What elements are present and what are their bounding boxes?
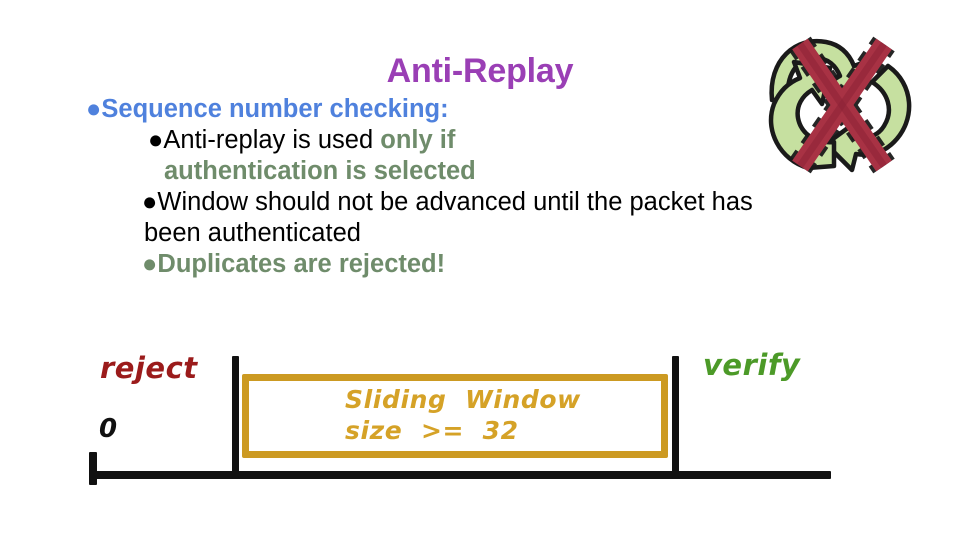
sliding-window-box	[242, 374, 668, 458]
bullet-marker-icon: ●	[148, 126, 164, 154]
window-left-boundary-tick	[232, 356, 239, 478]
bullet-level3-label: Window should not be advanced until the …	[157, 188, 753, 216]
diagram-verify-label: verify	[703, 348, 801, 382]
bullet-level3-continuation: been authenticated	[86, 218, 896, 249]
bullet-level2: ●Anti-replay is used only if	[86, 125, 896, 156]
window-right-boundary-tick	[672, 356, 679, 478]
page-title: Anti-Replay	[386, 52, 574, 90]
diagram-zero-label: 0	[99, 414, 118, 444]
bullet-level2-continuation-label: authentication is selected	[164, 157, 476, 185]
bullet-marker-icon: ●	[142, 188, 158, 216]
bullet-level3-continuation-label: been authenticated	[144, 219, 361, 247]
bullet-level4: ●Duplicates are rejected!	[86, 249, 896, 280]
bullet-level3: ●Window should not be advanced until the…	[86, 187, 896, 218]
bullet-marker-icon: ●	[86, 95, 102, 123]
timeline-tick-zero	[89, 452, 97, 485]
bullet-level2-continuation: authentication is selected	[86, 156, 896, 187]
bullet-level2-label: Anti-replay is used	[163, 126, 381, 154]
bullet-marker-icon: ●	[142, 250, 158, 278]
diagram-reject-label: reject	[100, 351, 198, 385]
bullet-level1: ●Sequence number checking:	[86, 94, 896, 125]
sliding-window-line2: size >= 32	[345, 416, 519, 445]
sliding-window-line1: Sliding Window	[345, 385, 581, 414]
bullet-level2-emphasis: only if	[380, 126, 456, 154]
timeline-axis	[90, 471, 831, 479]
bullet-level1-label: Sequence number checking:	[101, 95, 449, 123]
red-x-icon	[789, 36, 895, 174]
bullet-list: ●Sequence number checking: ●Anti-replay …	[86, 94, 896, 280]
bullet-level4-label: Duplicates are rejected!	[157, 250, 446, 278]
no-replay-recycle-arrows-with-red-x-icon	[738, 8, 946, 204]
